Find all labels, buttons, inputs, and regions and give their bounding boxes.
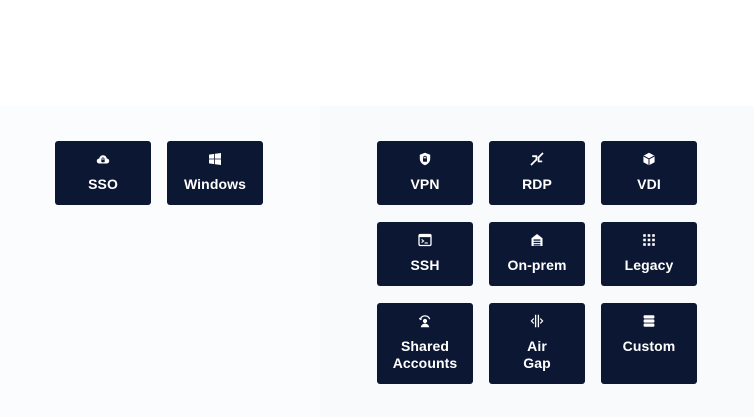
tile-label: Custom — [622, 338, 676, 354]
cloud-lock-icon — [96, 152, 110, 166]
tile-label: Air Gap — [523, 338, 551, 371]
tile-legacy[interactable]: Legacy — [601, 222, 697, 286]
cube-icon — [642, 152, 656, 166]
air-gap-icon — [530, 314, 544, 328]
tile-label: VPN — [410, 176, 440, 192]
tile-custom[interactable]: Custom — [601, 303, 697, 384]
tile-vdi[interactable]: VDI — [601, 141, 697, 205]
shared-user-icon — [418, 314, 432, 328]
shield-lock-icon — [418, 152, 432, 166]
tile-label: SSO — [88, 176, 118, 192]
grid-dots-icon — [642, 233, 656, 247]
tile-label: VDI — [637, 176, 661, 192]
building-icon — [530, 233, 544, 247]
tile-air-gap[interactable]: Air Gap — [489, 303, 585, 384]
remote-arrows-icon — [530, 152, 544, 166]
windows-logo-icon — [208, 152, 222, 166]
identity-panel — [0, 106, 320, 417]
tile-ssh[interactable]: SSH — [377, 222, 473, 286]
tile-on-prem[interactable]: On-prem — [489, 222, 585, 286]
tile-label: RDP — [522, 176, 552, 192]
tile-windows[interactable]: Windows — [167, 141, 263, 205]
tile-vpn[interactable]: VPN — [377, 141, 473, 205]
tile-shared-accounts[interactable]: Shared Accounts — [377, 303, 473, 384]
tile-label: On-prem — [507, 257, 567, 273]
tile-label: Windows — [183, 176, 246, 192]
tile-sso[interactable]: SSO — [55, 141, 151, 205]
terminal-icon — [418, 233, 432, 247]
tile-label: Legacy — [624, 257, 674, 273]
tile-label: SSH — [410, 257, 440, 273]
tile-label: Shared Accounts — [392, 338, 458, 371]
database-stack-icon — [642, 314, 656, 328]
tile-rdp[interactable]: RDP — [489, 141, 585, 205]
